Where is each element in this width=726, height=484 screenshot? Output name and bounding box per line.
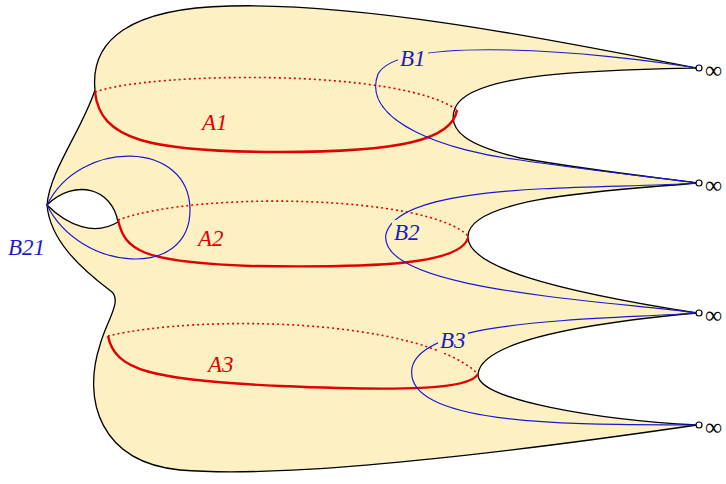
cycle-label: A2 bbox=[196, 226, 226, 251]
puncture-point bbox=[696, 65, 702, 71]
cycle-label: B1 bbox=[398, 46, 428, 71]
a-cycle-back bbox=[95, 77, 457, 110]
cycle-label: A3 bbox=[206, 352, 236, 377]
infinity-mark: ∞ bbox=[703, 172, 724, 198]
puncture-point bbox=[696, 180, 702, 186]
a-cycle-back bbox=[108, 324, 478, 374]
a-cycle-front bbox=[118, 220, 468, 266]
a-cycle-front bbox=[95, 92, 457, 152]
infinity-mark: ∞ bbox=[703, 414, 724, 440]
b-cycle bbox=[386, 183, 697, 313]
infinity-mark: ∞ bbox=[703, 302, 724, 328]
cycle-label: A1 bbox=[200, 110, 230, 135]
cycle-label: B21 bbox=[6, 235, 47, 260]
cycle-label: B2 bbox=[392, 220, 422, 245]
a-cycle-front bbox=[108, 336, 478, 389]
surface-outline bbox=[47, 6, 697, 472]
puncture-point bbox=[696, 422, 702, 428]
infinity-mark: ∞ bbox=[703, 57, 724, 83]
b-cycle bbox=[412, 313, 697, 425]
b-cycle bbox=[47, 156, 190, 259]
cycle-label: B3 bbox=[438, 328, 468, 353]
puncture-point bbox=[696, 310, 702, 316]
